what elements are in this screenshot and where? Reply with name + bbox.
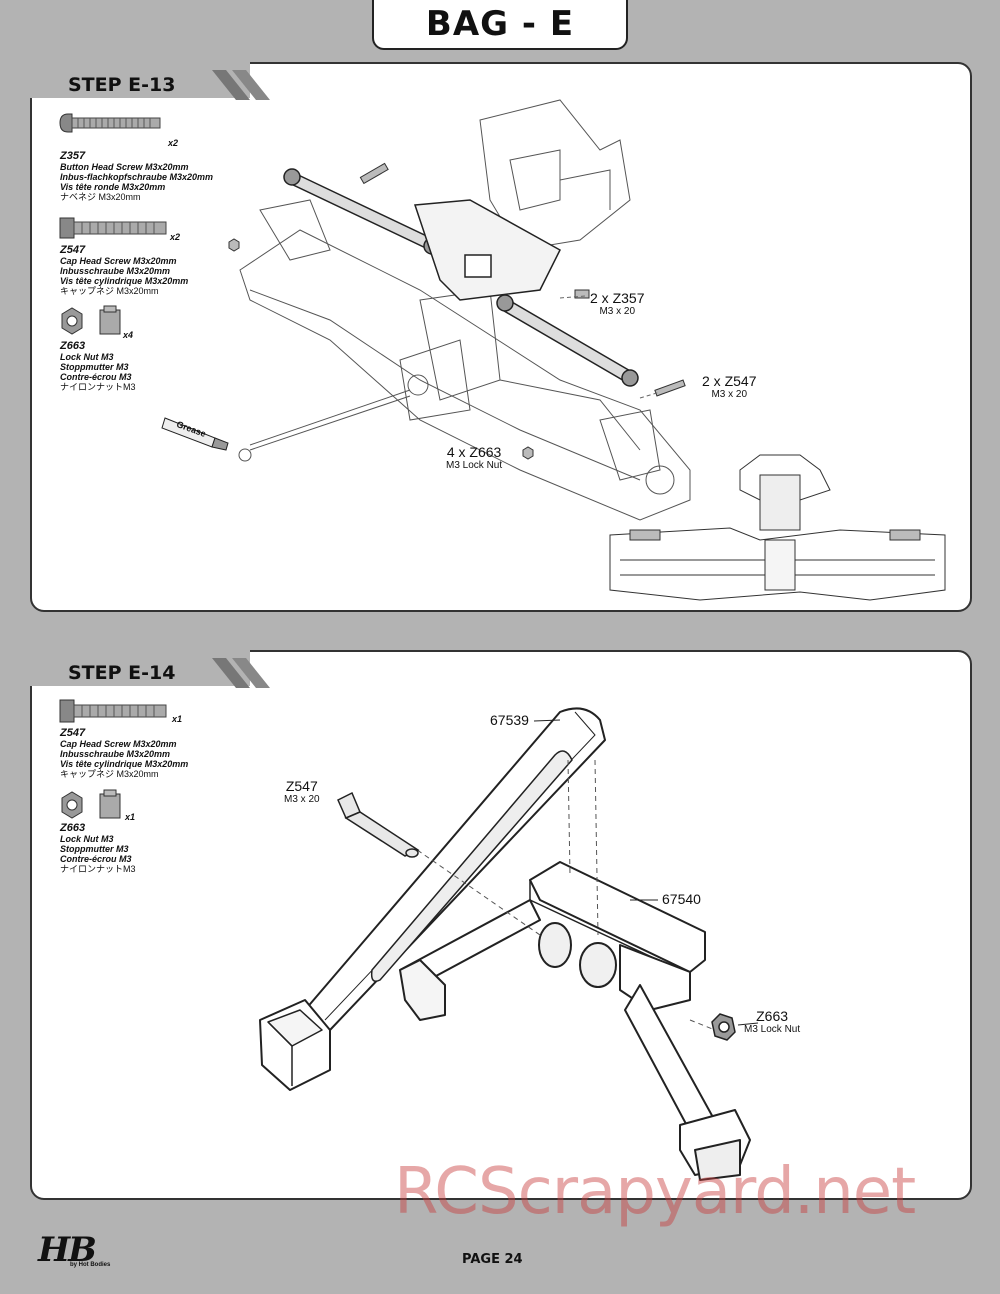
e14-part-z663: Z663 Lock Nut M3 Stoppmutter M3 Contre-é… (60, 822, 136, 874)
part-z663-desc-en: Lock Nut M3 (60, 352, 114, 362)
z547-qty: x2 (170, 232, 181, 242)
callout-e14-z547-main: Z547 (285, 778, 318, 794)
callout-e13-z357-main: 2 x Z357 (590, 290, 645, 306)
callout-67540-label: 67540 (662, 891, 701, 907)
callout-67539-label: 67539 (490, 712, 529, 728)
z663-qty: x4 (123, 330, 134, 340)
e14-part-z547-desc-de: Inbusschraube M3x20mm (60, 749, 171, 759)
callout-67540: 67540 (662, 891, 701, 907)
part-z357-desc-de: Inbus-flachkopfschraube M3x20mm (60, 172, 214, 182)
part-z357: Z357 Button Head Screw M3x20mm Inbus-fla… (60, 150, 213, 202)
e14-part-z547-desc-fr: Vis tête cylindrique M3x20mm (60, 759, 189, 769)
callout-e14-z663: Z663 M3 Lock Nut (744, 1008, 801, 1036)
e14-part-z663-desc-fr: Contre-écrou M3 (60, 854, 132, 864)
stripes-icon (212, 658, 270, 688)
e14-part-z547: Z547 Cap Head Screw M3x20mm Inbusschraub… (60, 727, 188, 779)
e14-part-z663-desc-en: Lock Nut M3 (60, 834, 114, 844)
part-z357-desc-jp: ナベネジ M3x20mm (60, 192, 141, 202)
callout-e14-z663-sub: M3 Lock Nut (744, 1024, 801, 1035)
part-z547-code: Z547 (60, 244, 86, 256)
callout-e13-z547-main: 2 x Z547 (702, 373, 757, 389)
step-e14-title: STEP E-14 (68, 662, 176, 684)
part-z663: Z663 Lock Nut M3 Stoppmutter M3 Contre-é… (60, 340, 136, 392)
bag-title: BAG - E (425, 4, 575, 44)
e14-part-z663-code: Z663 (60, 822, 86, 834)
step-e13-title: STEP E-13 (68, 74, 176, 96)
part-z547: Z547 Cap Head Screw M3x20mm Inbusschraub… (60, 244, 188, 296)
part-z663-code: Z663 (60, 340, 86, 352)
part-z547-desc-fr: Vis tête cylindrique M3x20mm (60, 276, 189, 286)
callout-e13-z663-main: 4 x Z663 (446, 444, 502, 460)
e14-part-z547-desc-en: Cap Head Screw M3x20mm (60, 739, 177, 749)
e14-z547-qty: x1 (172, 714, 183, 724)
part-z547-desc-jp: キャップネジ M3x20mm (60, 286, 159, 296)
callout-e13-z357-sub: M3 x 20 (599, 306, 636, 317)
e14-part-z663-desc-de: Stoppmutter M3 (60, 844, 129, 854)
part-z663-desc-de: Stoppmutter M3 (60, 362, 129, 372)
callout-e14-z663-main: Z663 (756, 1008, 789, 1024)
callout-e13-z357: 2 x Z357 M3 x 20 (590, 290, 645, 318)
part-z547-desc-de: Inbusschraube M3x20mm (60, 266, 171, 276)
step-e14-tab (30, 650, 250, 686)
step-e13-tab (30, 62, 250, 98)
callout-67539: 67539 (490, 712, 529, 728)
part-z357-desc-fr: Vis tête ronde M3x20mm (60, 182, 166, 192)
stripes-icon (212, 70, 270, 100)
callout-e13-z547: 2 x Z547 M3 x 20 (702, 373, 757, 401)
callout-e14-z547-sub: M3 x 20 (284, 794, 320, 805)
e14-part-z663-desc-jp: ナイロンナットM3 (60, 864, 136, 874)
e14-z663-qty: x1 (125, 812, 136, 822)
hb-logo: HB (38, 1230, 97, 1270)
e14-part-z547-desc-jp: キャップネジ M3x20mm (60, 769, 159, 779)
part-z357-desc-en: Button Head Screw M3x20mm (60, 162, 189, 172)
callout-e13-z663: 4 x Z663 M3 Lock Nut (446, 444, 503, 472)
bag-title-tab: BAG - E (372, 0, 628, 50)
part-z663-desc-jp: ナイロンナットM3 (60, 382, 136, 392)
callout-e14-z547: Z547 M3 x 20 (284, 778, 320, 806)
part-z663-desc-fr: Contre-écrou M3 (60, 372, 132, 382)
page-number: PAGE 24 (462, 1252, 523, 1267)
callout-e13-z663-sub: M3 Lock Nut (446, 460, 503, 471)
part-z547-desc-en: Cap Head Screw M3x20mm (60, 256, 177, 266)
z357-qty: x2 (168, 138, 179, 148)
hb-logo-sub: by Hot Bodies (70, 1262, 111, 1268)
callout-e13-z547-sub: M3 x 20 (711, 389, 748, 400)
part-z357-code: Z357 (60, 150, 86, 162)
e14-part-z547-code: Z547 (60, 727, 86, 739)
watermark-text: RCScrapyard.net (394, 1155, 916, 1229)
